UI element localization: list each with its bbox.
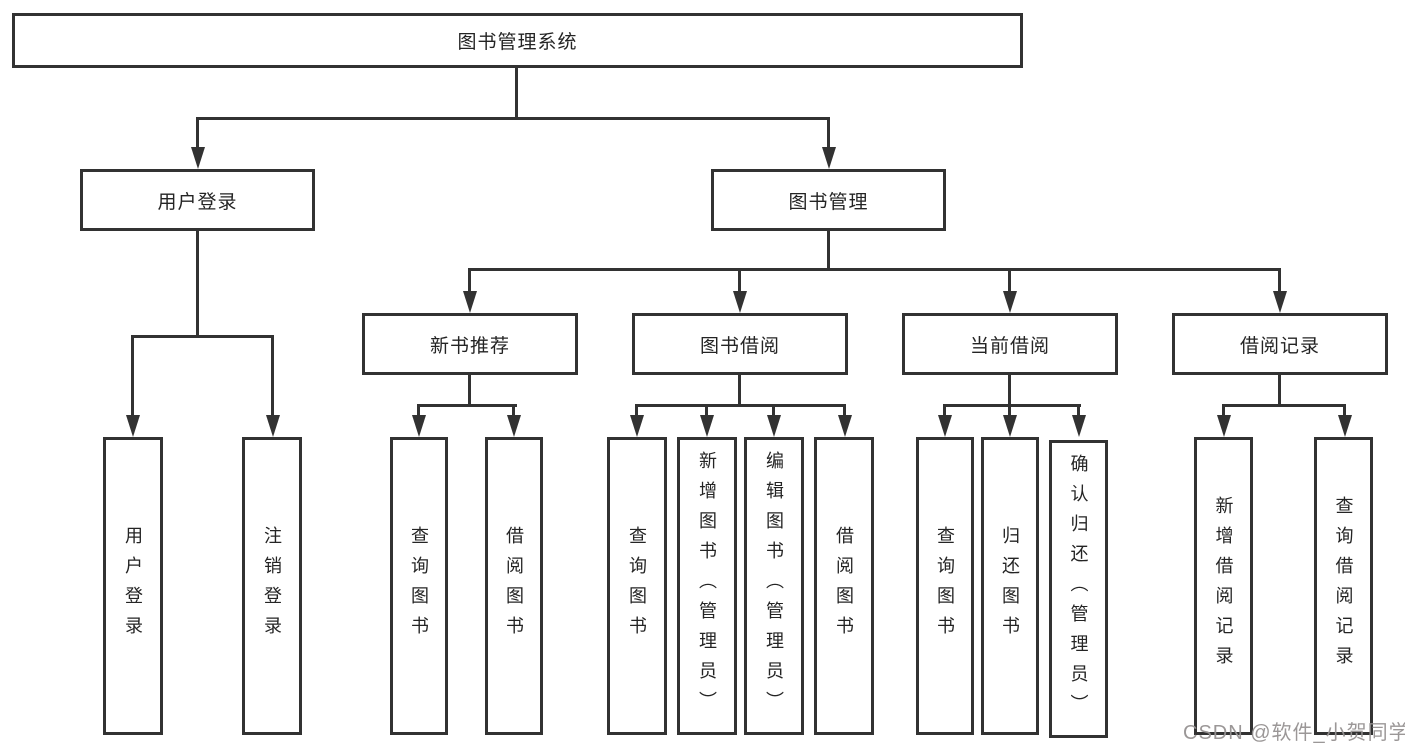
connector-recommend-drop	[468, 268, 471, 293]
leaf-label: 编辑图书（管理员）	[764, 451, 784, 721]
leaf-label: 注销登录	[262, 526, 282, 646]
connector-borrow-drop	[738, 268, 741, 293]
connector-user-login-bus	[132, 335, 274, 338]
node-new-book-recommend: 新书推荐	[362, 313, 578, 375]
connector-level3-bus	[468, 268, 1281, 271]
leaf-label: 用户登录	[123, 526, 143, 646]
connector-borrow-bus	[635, 404, 846, 407]
connector-drop	[943, 404, 946, 418]
connector-drop	[772, 404, 775, 418]
connector-records-bus	[1222, 404, 1346, 407]
leaf-borrow-edit-book-admin: 编辑图书（管理员）	[744, 437, 804, 735]
connector-drop	[512, 404, 515, 418]
arrow-down-current	[1003, 291, 1017, 313]
connector-book-mgmt-drop	[827, 117, 830, 149]
connector-root-stem	[515, 68, 518, 119]
connector-level1-bus	[197, 117, 830, 120]
leaf-user-login: 用户登录	[103, 437, 163, 735]
connector-book-mgmt-stem	[827, 231, 830, 270]
leaf-label: 确认归还（管理员）	[1068, 454, 1089, 724]
arrow-down-current-query	[938, 415, 952, 437]
connector-records-stem	[1278, 375, 1281, 407]
node-user-login: 用户登录	[80, 169, 315, 231]
leaf-logout: 注销登录	[242, 437, 302, 735]
leaf-borrow-query-book: 查询图书	[607, 437, 667, 735]
connector-leaf-logout-drop	[271, 335, 274, 417]
leaf-label: 查询图书	[409, 526, 429, 646]
leaf-recommend-borrow-book: 借阅图书	[485, 437, 543, 735]
arrow-down-recommend	[463, 291, 477, 313]
connector-user-login-drop	[196, 117, 199, 149]
connector-drop	[705, 404, 708, 418]
leaf-records-add-record: 新增借阅记录	[1194, 437, 1253, 735]
arrow-down-borrow-add	[700, 415, 714, 437]
arrow-down-current-confirm	[1072, 415, 1086, 437]
arrow-down-records-query	[1338, 415, 1352, 437]
arrow-down-borrow-edit	[767, 415, 781, 437]
leaf-records-query-record: 查询借阅记录	[1314, 437, 1373, 735]
connector-drop	[843, 404, 846, 418]
node-current-borrow: 当前借阅	[902, 313, 1118, 375]
connector-drop	[1077, 404, 1080, 418]
arrow-down-recommend-borrow	[507, 415, 521, 437]
leaf-current-confirm-return-admin: 确认归还（管理员）	[1049, 440, 1108, 738]
arrow-down-borrow	[733, 291, 747, 313]
connector-drop	[417, 404, 420, 418]
leaf-label: 归还图书	[1000, 526, 1020, 646]
arrow-down-leaf-logout	[266, 415, 280, 437]
node-book-borrow: 图书借阅	[632, 313, 848, 375]
arrow-down-current-return	[1003, 415, 1017, 437]
connector-recommend-stem	[468, 375, 471, 407]
leaf-current-query-book: 查询图书	[916, 437, 974, 735]
leaf-label: 新增借阅记录	[1213, 496, 1234, 676]
leaf-label: 新增图书（管理员）	[697, 451, 717, 721]
csdn-watermark: CSDN @软件_小贺同学	[1183, 722, 1405, 744]
connector-recommend-bus	[417, 404, 517, 407]
node-borrow-records: 借阅记录	[1172, 313, 1388, 375]
connector-user-login-stem	[196, 231, 199, 337]
arrow-down-recommend-query	[412, 415, 426, 437]
arrow-down-borrow-borrow	[838, 415, 852, 437]
leaf-label: 查询图书	[935, 526, 955, 646]
leaf-label: 借阅图书	[504, 526, 524, 646]
connector-leaf-login-drop	[131, 335, 134, 417]
arrow-down-records	[1273, 291, 1287, 313]
arrow-down-borrow-query	[630, 415, 644, 437]
connector-records-drop	[1278, 268, 1281, 293]
node-book-management: 图书管理	[711, 169, 946, 231]
leaf-borrow-borrow-book: 借阅图书	[814, 437, 874, 735]
connector-current-drop	[1008, 268, 1011, 293]
connector-current-stem	[1008, 375, 1011, 407]
arrow-down-book-mgmt	[822, 147, 836, 169]
arrow-down-user-login	[191, 147, 205, 169]
arrow-down-leaf-login	[126, 415, 140, 437]
leaf-label: 查询图书	[627, 526, 647, 646]
connector-drop	[635, 404, 638, 418]
connector-drop	[1008, 404, 1011, 418]
leaf-label: 查询借阅记录	[1333, 496, 1354, 676]
connector-drop	[1343, 404, 1346, 418]
arrow-down-records-add	[1217, 415, 1231, 437]
node-root-system: 图书管理系统	[12, 13, 1023, 68]
leaf-borrow-add-book-admin: 新增图书（管理员）	[677, 437, 737, 735]
leaf-recommend-query-book: 查询图书	[390, 437, 448, 735]
connector-borrow-stem	[738, 375, 741, 407]
leaf-current-return-book: 归还图书	[981, 437, 1039, 735]
leaf-label: 借阅图书	[834, 526, 854, 646]
connector-drop	[1222, 404, 1225, 418]
connector-current-bus	[943, 404, 1081, 407]
